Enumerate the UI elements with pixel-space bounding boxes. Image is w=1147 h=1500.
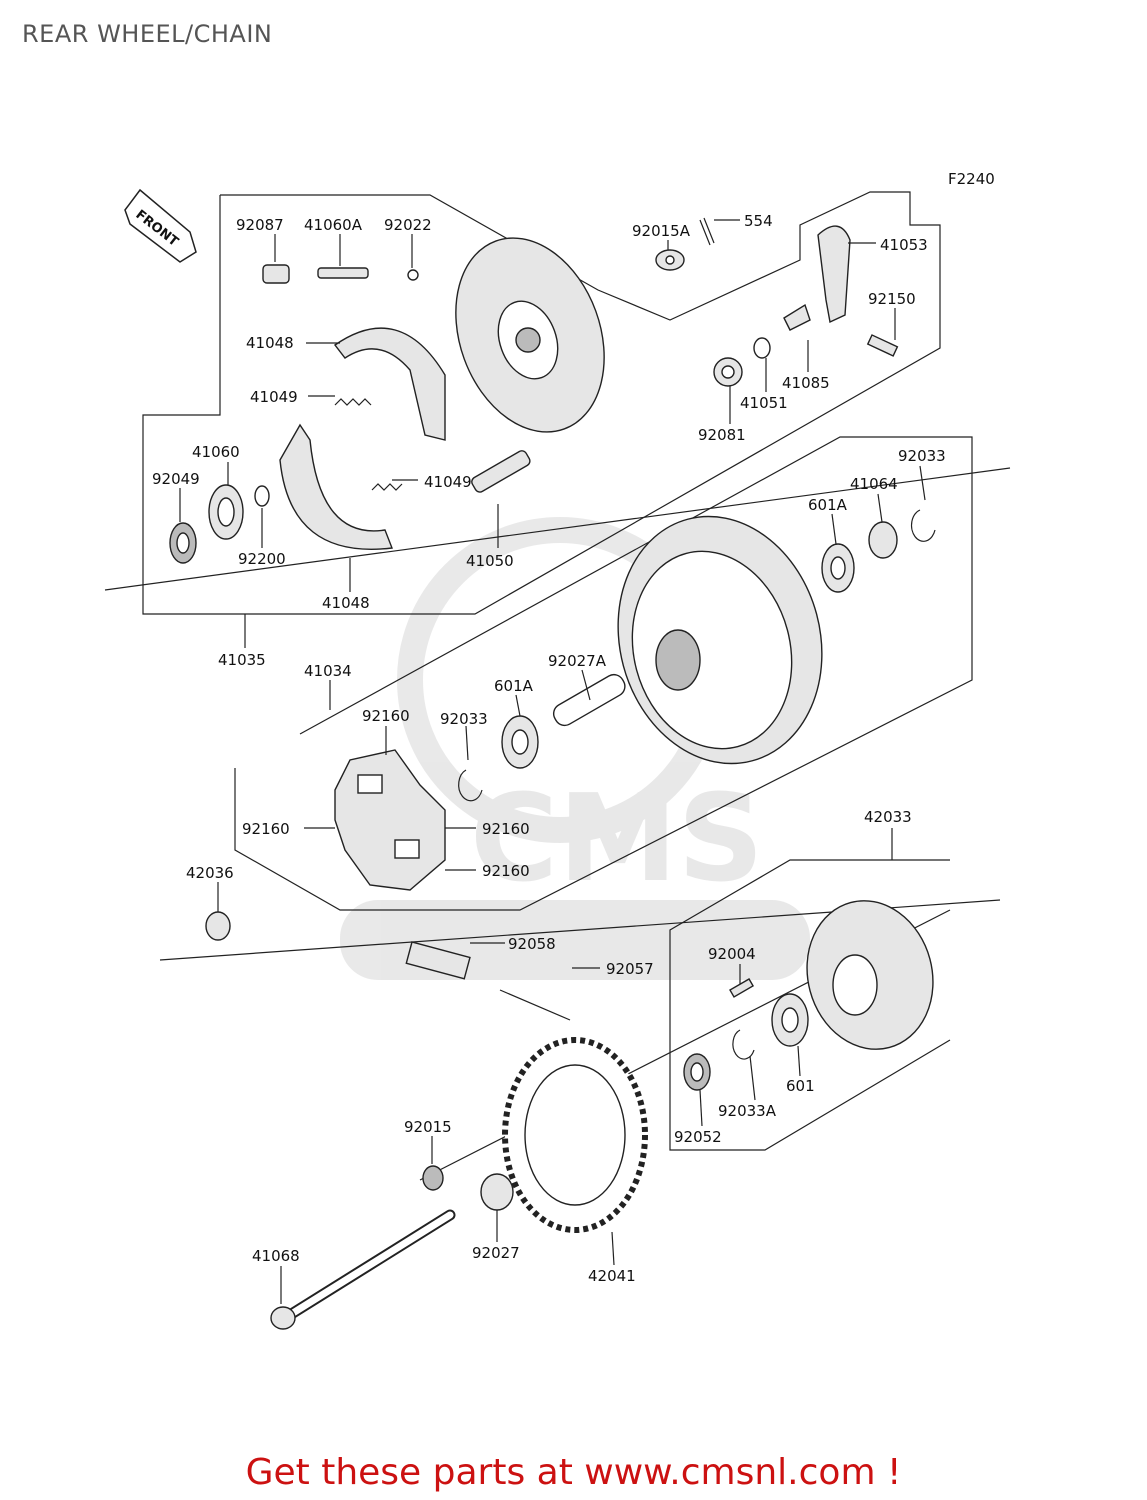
exploded-parts-diagram: CMS F2240 FRONT	[104, 170, 1011, 1330]
part-label: 92058	[508, 935, 556, 953]
part-label: 92004	[708, 945, 756, 963]
part-601A-right-shape	[821, 543, 855, 593]
assembly-outline-41035	[142, 191, 941, 615]
part-label: 41053	[880, 236, 928, 254]
part-92200-shape	[254, 485, 270, 507]
part-label: 92022	[384, 216, 432, 234]
part-92049-shape	[169, 522, 197, 564]
part-label: 92150	[868, 290, 916, 308]
part-41060-shape	[208, 484, 244, 540]
part-92027-shape	[480, 1173, 514, 1211]
leader-lines	[179, 219, 926, 1304]
part-92015-shape	[422, 1165, 444, 1191]
part-label: 92027A	[548, 652, 607, 670]
figure-code: F2240	[948, 170, 995, 188]
part-92033-right-shape	[910, 509, 936, 542]
part-41049-upper-shape	[334, 398, 372, 406]
part-label: 92081	[698, 426, 746, 444]
part-label: 42036	[186, 864, 234, 882]
assembly-outline-41034	[234, 436, 973, 911]
part-label: 42041	[588, 1267, 636, 1285]
part-label: 601A	[808, 496, 848, 514]
part-label: 92160	[482, 820, 530, 838]
part-92058-shape	[405, 941, 471, 980]
part-label: 92015A	[632, 222, 691, 240]
svg-text:CMS: CMS	[470, 770, 764, 909]
part-label: 41051	[740, 394, 788, 412]
part-label: 41049	[424, 473, 472, 491]
part-41068-axle-shape	[270, 1209, 456, 1330]
part-label: 92033	[440, 710, 488, 728]
part-label: 41048	[246, 334, 294, 352]
part-41085-shape	[783, 303, 811, 331]
part-41053-shape	[817, 225, 851, 324]
part-label: 92015	[404, 1118, 452, 1136]
part-92160-damper-shape	[334, 749, 446, 891]
part-label: 92027	[472, 1244, 520, 1262]
brake-panel-shape	[455, 237, 605, 433]
part-label: 601	[786, 1077, 815, 1095]
part-label: 92087	[236, 216, 284, 234]
page-title: REAR WHEEL/CHAIN	[22, 20, 273, 48]
part-92052-shape	[683, 1053, 711, 1091]
part-92027A-shape	[552, 673, 626, 727]
part-92022-shape	[407, 269, 419, 281]
part-92057-chain-shape	[499, 989, 571, 1021]
assembly-outline-42033	[669, 859, 951, 1151]
part-92150-shape	[866, 334, 899, 357]
part-label: 41060	[192, 443, 240, 461]
part-label: 92033A	[718, 1102, 777, 1120]
part-label: 41050	[466, 552, 514, 570]
part-label: 92160	[362, 707, 410, 725]
part-label: 41035	[218, 651, 266, 669]
part-label: 92200	[238, 550, 286, 568]
part-92015A-shape	[655, 249, 685, 271]
part-label: 92049	[152, 470, 200, 488]
part-41048-lower-shape	[279, 423, 393, 550]
part-42033-coupling-shape	[806, 900, 934, 1050]
part-label: 41085	[782, 374, 830, 392]
part-601A-left-shape	[501, 715, 539, 769]
part-42041-sprocket-shape	[502, 1037, 648, 1233]
part-label: 92057	[606, 960, 654, 978]
part-label: 92033	[898, 447, 946, 465]
part-label: 92160	[482, 862, 530, 880]
part-label: 41060A	[304, 216, 363, 234]
part-41060A-shape	[317, 267, 369, 279]
part-41049-lower-shape	[371, 483, 403, 491]
part-label: 554	[744, 212, 773, 230]
part-41050-shape	[471, 450, 531, 493]
front-arrow-icon: FRONT	[124, 188, 197, 263]
part-92033-mid-shape	[458, 769, 483, 802]
part-554-shape	[699, 217, 715, 246]
part-41048-upper-shape	[333, 327, 446, 441]
part-42036-shape	[205, 911, 231, 941]
part-92081-shape	[713, 357, 743, 387]
part-92087-shape	[262, 264, 290, 284]
wheel-hub-shape	[617, 515, 823, 765]
part-label: 92160	[242, 820, 290, 838]
part-41064-shape	[868, 521, 898, 559]
part-label: 41064	[850, 475, 898, 493]
part-92033A-shape	[732, 1029, 755, 1060]
part-label: 41068	[252, 1247, 300, 1265]
part-92004-shape	[729, 978, 755, 998]
part-41051-shape	[753, 337, 771, 359]
part-label: 601A	[494, 677, 534, 695]
part-label: 92052	[674, 1128, 722, 1146]
part-label: 42033	[864, 808, 912, 826]
part-label: 41034	[304, 662, 352, 680]
cta-banner[interactable]: Get these parts at www.cmsnl.com !	[245, 1452, 902, 1493]
part-601-shape	[771, 993, 809, 1047]
part-label: 41048	[322, 594, 370, 612]
part-label: 41049	[250, 388, 298, 406]
